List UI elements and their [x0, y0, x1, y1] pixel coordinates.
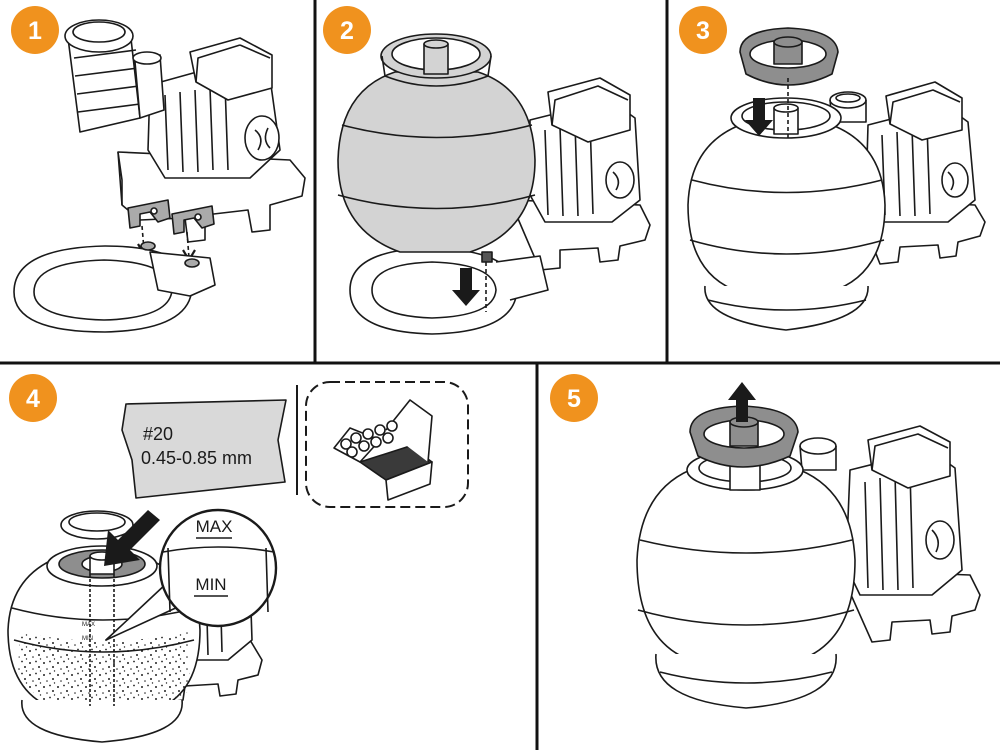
step-number-3: 3 — [696, 17, 710, 45]
up-arrow — [728, 382, 756, 422]
mount-bracket-left — [127, 199, 171, 229]
sand-fill — [18, 632, 190, 706]
panel-step-2 — [337, 33, 651, 335]
panel-step-3 — [687, 27, 986, 331]
max-label: MAX — [196, 517, 233, 536]
down-arrow — [452, 268, 480, 306]
min-label: MIN — [195, 575, 226, 594]
sand-size-text: 0.45-0.85 mm — [141, 448, 252, 468]
tank-min-mark: MIN — [82, 636, 93, 642]
step-badge-5: 5 — [550, 374, 598, 422]
down-arrow-3 — [745, 98, 773, 136]
filter-tank-lowering — [337, 71, 536, 253]
pour-arrow — [104, 510, 160, 566]
step-number-2: 2 — [340, 17, 354, 45]
step-badge-3: 3 — [679, 6, 727, 54]
sand-bag — [121, 399, 287, 499]
filter-tank-5 — [636, 469, 856, 661]
zoom-level-magnifier — [158, 508, 278, 628]
step-badge-1: 1 — [11, 6, 59, 54]
step-badge-4: 4 — [9, 374, 57, 422]
panel-step-4: MAX MIN MAX MIN #20 0.45-0.85 mm — [7, 381, 469, 743]
step-number-1: 1 — [28, 17, 42, 45]
filter-tank-3 — [687, 124, 886, 293]
base-connector-arm — [149, 251, 216, 297]
panel-step-5 — [636, 382, 981, 709]
step-badge-2: 2 — [323, 6, 371, 54]
panel-step-1 — [13, 19, 306, 333]
sand-grade-text: #20 — [143, 424, 173, 444]
step-number-4: 4 — [26, 385, 40, 413]
step-number-5: 5 — [567, 385, 581, 413]
tank-max-mark: MAX — [82, 622, 95, 628]
mount-bracket-right — [171, 205, 215, 235]
